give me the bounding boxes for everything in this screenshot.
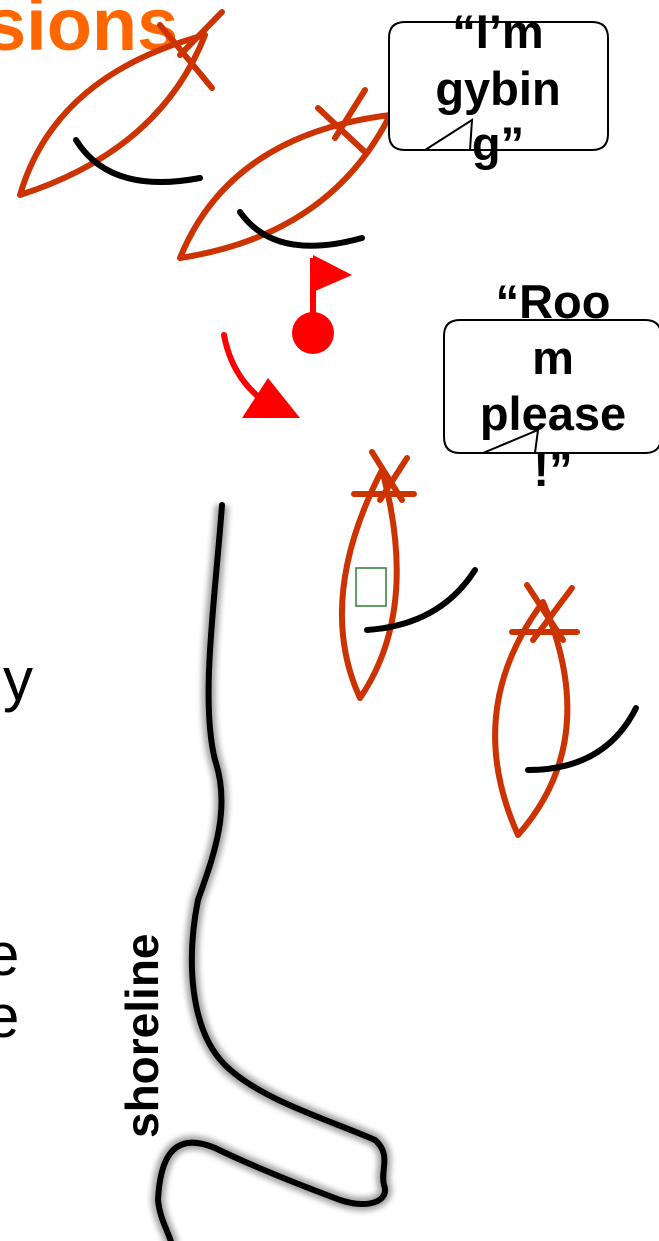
- edge-text-fragment-3: e: [0, 983, 19, 1050]
- speech-bubble-gybing-line-2: gybin: [435, 62, 560, 115]
- mark-outline: [355, 567, 387, 607]
- shoreline-line: [154, 502, 389, 1241]
- turn-arrow-head: [242, 378, 300, 418]
- gybe-flag: [292, 255, 352, 354]
- shoreline-label: shoreline: [116, 933, 168, 1138]
- speech-bubble-room-line-3: please: [480, 387, 626, 440]
- speech-bubble-gybing-line-1: “I’m: [452, 5, 543, 58]
- gybe-flag-ball: [292, 312, 334, 354]
- turn-arrow: [221, 332, 300, 418]
- boat-1-stern-mark: [157, 9, 225, 91]
- speech-bubble-gybing-line-3: g”: [472, 117, 524, 170]
- boat-1-hull: [17, 32, 208, 198]
- boat-3-hull: [339, 467, 400, 701]
- speech-bubble-gybing-shape: [388, 21, 609, 151]
- boat-2: [177, 87, 393, 261]
- speech-bubble-room-line-1: “Roo: [496, 275, 611, 328]
- boat-3-stern-mark: [351, 449, 417, 503]
- gybe-flag-pennant: [313, 255, 352, 292]
- boat-4-sail: [525, 705, 639, 773]
- turn-arrow-shaft: [221, 332, 268, 405]
- speech-bubble-room: “Roo m please !”: [443, 275, 659, 496]
- boat-1: [17, 9, 225, 198]
- edge-text-fragment-2: e: [0, 921, 19, 988]
- boat-3-sail: [364, 567, 478, 633]
- speech-bubble-room-line-4: !”: [533, 443, 572, 496]
- edge-text-fragment-1: y: [3, 646, 33, 713]
- boat-4-stern-mark: [509, 582, 580, 643]
- speech-bubble-gybing: “I’m gybin g”: [388, 5, 609, 170]
- boat-4: [492, 582, 639, 838]
- speech-bubble-room-shape: [443, 319, 659, 454]
- boat-2-stern-mark: [315, 87, 368, 155]
- boat-4-hull: [492, 599, 571, 838]
- shoreline: shoreline: [116, 502, 392, 1241]
- boat-3: [339, 449, 478, 701]
- boat-1-sail: [73, 137, 203, 186]
- speech-bubble-room-line-2: m: [532, 331, 574, 384]
- boat-2-sail: [237, 209, 365, 249]
